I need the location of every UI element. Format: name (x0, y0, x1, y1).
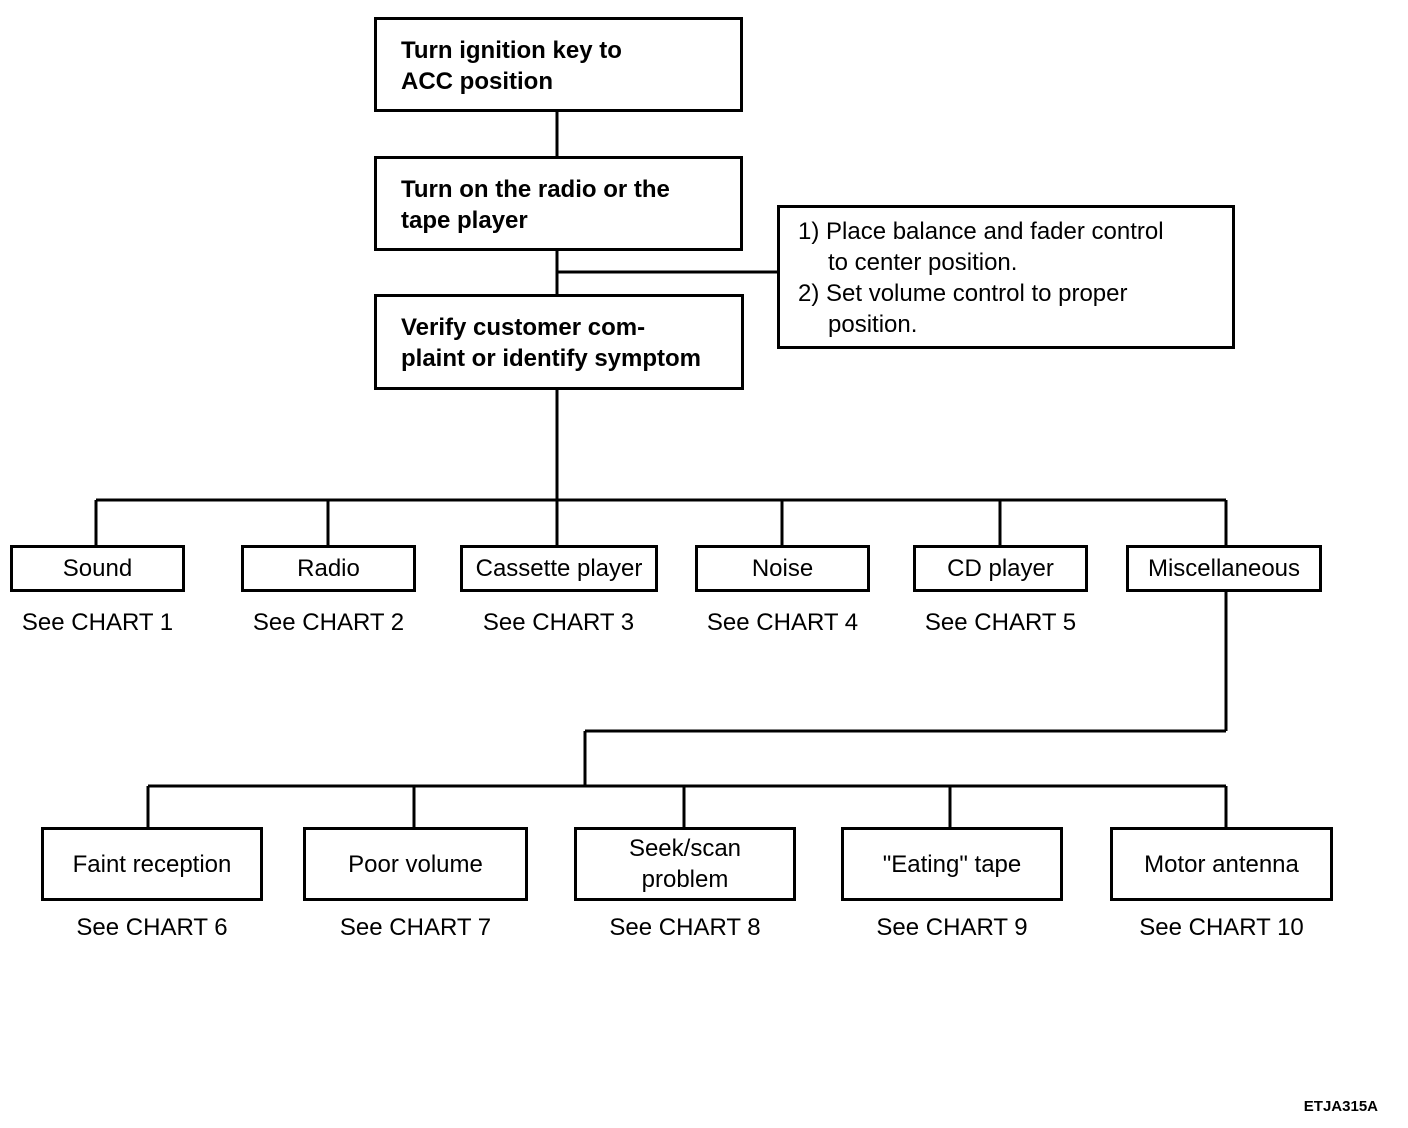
category-cd-label: CD player (947, 554, 1054, 582)
category-radio-label: Radio (297, 554, 360, 582)
chart-ref-8: See CHART 8 (609, 914, 761, 941)
category-sound-box: Sound (10, 545, 185, 592)
note-item1-line2: to center position. (828, 249, 1018, 276)
step-ignition-line1: Turn ignition key to (401, 37, 622, 64)
step-radio-on-box: Turn on the radio or the tape player (374, 156, 743, 251)
category-misc-label: Miscellaneous (1147, 554, 1301, 582)
step-ignition-box: Turn ignition key to ACC position (374, 17, 743, 112)
category-noise-box: Noise (695, 545, 870, 592)
step-radio-on-line1: Turn on the radio or the (401, 176, 670, 203)
category-sound-label: Sound (62, 554, 133, 582)
misc-eating-tape-box: "Eating" tape (841, 827, 1063, 901)
misc-seek-scan-box: Seek/scan problem (574, 827, 796, 901)
misc-motor-antenna-label: Motor antenna (1144, 850, 1299, 878)
misc-faint-reception-box: Faint reception (41, 827, 263, 901)
category-radio-box: Radio (241, 545, 416, 592)
chart-ref-4: See CHART 4 (706, 609, 859, 636)
chart-ref-3: See CHART 3 (482, 609, 635, 636)
step-ignition-line2: ACC position (401, 68, 553, 95)
note-item2-line1: 2) Set volume control to proper (798, 280, 1128, 307)
figure-code: ETJA315A (1303, 1098, 1378, 1115)
misc-poor-volume-box: Poor volume (303, 827, 528, 901)
misc-seek-scan-line1: Seek/scan (628, 835, 742, 862)
misc-eating-tape-label: "Eating" tape (882, 850, 1022, 878)
chart-ref-7: See CHART 7 (339, 914, 492, 941)
chart-ref-9: See CHART 9 (876, 914, 1028, 941)
misc-faint-reception-label: Faint reception (72, 850, 232, 878)
chart-ref-5: See CHART 5 (924, 609, 1077, 636)
misc-seek-scan-line2: problem (641, 866, 729, 893)
step-verify-line1: Verify customer com- (401, 314, 646, 341)
chart-ref-2: See CHART 2 (252, 609, 405, 636)
category-noise-label: Noise (751, 554, 814, 582)
misc-motor-antenna-box: Motor antenna (1110, 827, 1333, 901)
note-item2-line2: position. (828, 311, 918, 338)
category-cd-box: CD player (913, 545, 1088, 592)
category-cassette-box: Cassette player (460, 545, 658, 592)
step-verify-line2: plaint or identify symptom (401, 345, 702, 372)
note-item1-line1: 1) Place balance and fader control (798, 218, 1164, 245)
chart-ref-6: See CHART 6 (76, 914, 228, 941)
category-cassette-label: Cassette player (475, 554, 643, 582)
step-radio-on-line2: tape player (401, 207, 528, 234)
setup-note-box: 1) Place balance and fader control to ce… (777, 205, 1235, 349)
misc-poor-volume-label: Poor volume (348, 850, 483, 878)
category-misc-box: Miscellaneous (1126, 545, 1322, 592)
chart-ref-10: See CHART 10 (1139, 914, 1304, 941)
step-verify-box: Verify customer com- plaint or identify … (374, 294, 744, 390)
chart-ref-1: See CHART 1 (21, 609, 174, 636)
